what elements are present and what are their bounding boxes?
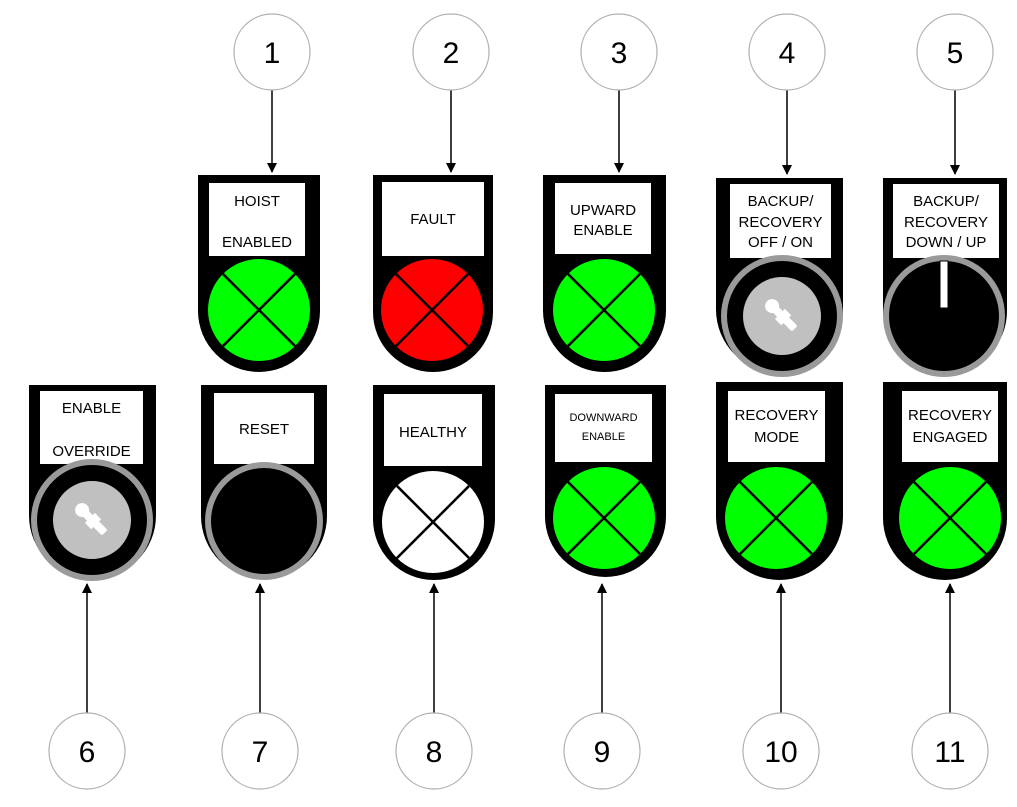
callout-number: 1 bbox=[264, 37, 281, 70]
upward-enable-lamp: UPWARD ENABLE bbox=[543, 175, 666, 372]
pushbutton-cap[interactable] bbox=[211, 468, 317, 574]
callout-number: 9 bbox=[594, 736, 611, 769]
label-text-line: HEALTHY bbox=[399, 424, 467, 441]
label-plate bbox=[730, 184, 831, 258]
callout-number: 8 bbox=[426, 736, 443, 769]
label-text-line: MODE bbox=[754, 429, 799, 446]
label-text-line: ENABLE bbox=[573, 222, 632, 239]
callouts-layer: 1 2 3 4 5 6 7 8 9 10 11 bbox=[48, 13, 994, 790]
callout-6: 6 bbox=[48, 583, 126, 790]
devices-layer: HOIST ENABLED FAULT UPWARD ENABLE BACKUP/RECO… bbox=[29, 175, 1007, 581]
label-plate bbox=[384, 394, 482, 466]
callout-circle bbox=[911, 712, 989, 790]
callout-circle bbox=[580, 13, 658, 91]
label-plate bbox=[555, 394, 652, 462]
backup-recovery-selector[interactable]: BACKUP/RECOVERY DOWN / UP bbox=[883, 178, 1007, 377]
label-text-line: HOIST bbox=[234, 193, 280, 210]
callout-number: 2 bbox=[443, 37, 460, 70]
label-text-line: ENABLE bbox=[62, 400, 121, 417]
label-plate bbox=[555, 183, 651, 254]
callout-circle bbox=[742, 712, 820, 790]
callout-number: 10 bbox=[764, 736, 797, 769]
label-plate bbox=[40, 391, 143, 464]
callout-circle bbox=[748, 13, 826, 91]
key-icon[interactable] bbox=[72, 500, 109, 537]
label-plate bbox=[214, 393, 314, 464]
callout-circle bbox=[233, 13, 311, 91]
callout-circle bbox=[563, 712, 641, 790]
label-text-line: OFF / ON bbox=[748, 234, 813, 251]
label-text-line: ENABLED bbox=[222, 234, 292, 251]
callout-circle bbox=[412, 13, 490, 91]
label-plate bbox=[382, 182, 484, 256]
label-text-line: UPWARD bbox=[570, 202, 636, 219]
label-text-line: BACKUP/ bbox=[913, 193, 980, 210]
backup-recovery-key-switch[interactable]: BACKUP/RECOVERY OFF / ON bbox=[716, 178, 843, 377]
label-text-line: RECOVERY bbox=[904, 214, 988, 231]
callout-number: 4 bbox=[779, 37, 796, 70]
callout-circle bbox=[48, 712, 126, 790]
label-text-line: RECOVERY bbox=[739, 214, 823, 231]
hoist-enabled-lamp: HOIST ENABLED bbox=[198, 175, 320, 372]
recovery-engaged-lamp: RECOVERY ENGAGED bbox=[883, 382, 1007, 580]
recovery-mode-lamp: RECOVERY MODE bbox=[716, 382, 843, 580]
lamp-cross-line bbox=[567, 273, 641, 347]
label-text-line: ENGAGED bbox=[912, 429, 987, 446]
callout-2: 2 bbox=[412, 13, 490, 173]
lamp-cross-line bbox=[222, 273, 296, 347]
label-text-line: RESET bbox=[239, 421, 289, 438]
callout-10: 10 bbox=[742, 583, 820, 790]
downward-enable-lamp: DOWNWARD ENABLE bbox=[545, 385, 666, 577]
fault-lamp: FAULT bbox=[373, 175, 493, 372]
callout-number: 7 bbox=[252, 736, 269, 769]
label-text-line: RECOVERY bbox=[735, 407, 819, 424]
callout-8: 8 bbox=[395, 583, 473, 790]
label-plate bbox=[209, 183, 305, 256]
callout-5: 5 bbox=[916, 13, 994, 175]
label-text-line: ENABLE bbox=[582, 431, 625, 443]
reset-button[interactable]: RESET bbox=[201, 385, 327, 580]
label-text-line: FAULT bbox=[410, 211, 456, 228]
label-plate bbox=[728, 391, 825, 462]
selector-knob[interactable] bbox=[889, 261, 999, 371]
callout-number: 3 bbox=[611, 37, 628, 70]
callout-circle bbox=[221, 712, 299, 790]
label-text-line: OVERRIDE bbox=[52, 443, 130, 460]
label-text-line: BACKUP/ bbox=[748, 193, 815, 210]
label-plate bbox=[893, 184, 999, 258]
callout-circle bbox=[395, 712, 473, 790]
selector-pointer bbox=[939, 260, 949, 309]
enable-override-key-switch[interactable]: ENABLE OVERRIDE bbox=[29, 385, 156, 581]
callout-1: 1 bbox=[233, 13, 311, 173]
callout-circle bbox=[916, 13, 994, 91]
callout-number: 5 bbox=[947, 37, 964, 70]
lamp-cross-line bbox=[913, 481, 987, 555]
label-text-line: RECOVERY bbox=[908, 407, 992, 424]
callout-3: 3 bbox=[580, 13, 658, 173]
callout-9: 9 bbox=[563, 583, 641, 790]
lamp-cross-line bbox=[395, 273, 469, 347]
label-text-line: DOWNWARD bbox=[569, 412, 637, 424]
label-text-line: DOWN / UP bbox=[906, 234, 987, 251]
lamp-cross-line bbox=[396, 485, 470, 559]
callout-4: 4 bbox=[748, 13, 826, 175]
label-plate bbox=[902, 391, 998, 462]
lamp-cross-line bbox=[567, 481, 641, 555]
callout-11: 11 bbox=[911, 583, 989, 790]
callout-number: 6 bbox=[79, 736, 96, 769]
lamp-cross-line bbox=[739, 481, 813, 555]
callout-number: 11 bbox=[934, 736, 965, 769]
callout-7: 7 bbox=[221, 583, 299, 790]
key-icon[interactable] bbox=[762, 296, 799, 333]
healthy-lamp: HEALTHY bbox=[373, 385, 495, 580]
